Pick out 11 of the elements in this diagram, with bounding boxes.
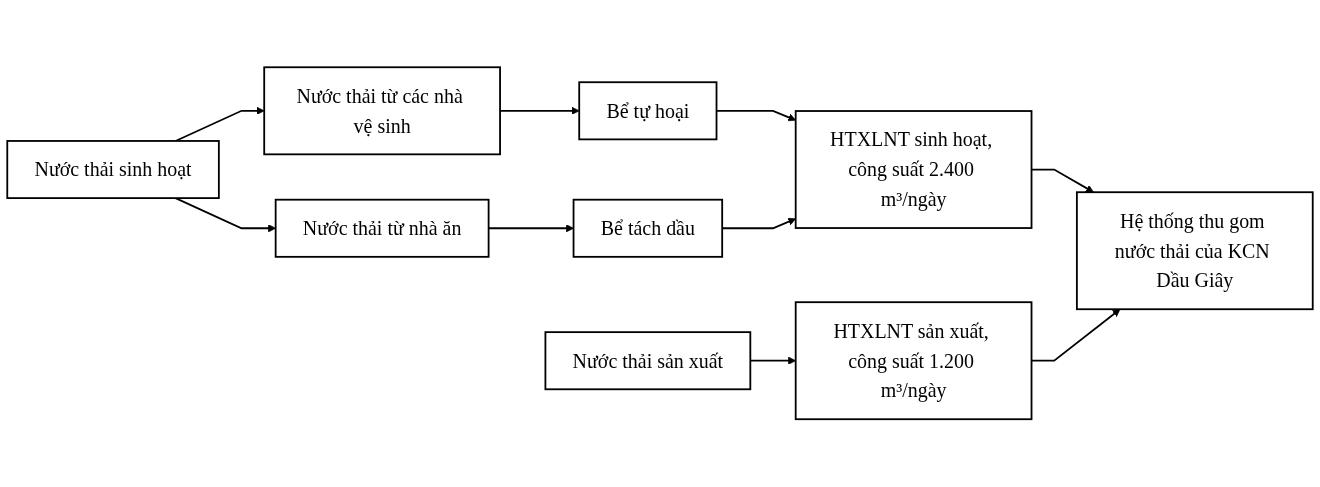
- node-box: HTXLNT sản xuất, công suất 1.200 m³/ngày: [794, 301, 1033, 421]
- node-box: Nước thải sản xuất: [544, 331, 752, 391]
- arrow: [174, 197, 276, 233]
- node-box: Nước thải sinh hoạt: [6, 140, 220, 200]
- node-box: Bể tách dầu: [572, 199, 724, 258]
- node-box: Nước thải từ các nhà vệ sinh: [263, 66, 501, 156]
- arrow: [174, 107, 265, 143]
- node-box: Hệ thống thu gom nước thải của KCN Dầu Giây: [1075, 191, 1314, 311]
- node-box: Bể tự hoại: [578, 81, 718, 141]
- node-box: Nước thải từ nhà ăn: [274, 199, 490, 258]
- node-box: HTXLNT sinh hoạt, công suất 2.400 m³/ngày: [794, 110, 1033, 230]
